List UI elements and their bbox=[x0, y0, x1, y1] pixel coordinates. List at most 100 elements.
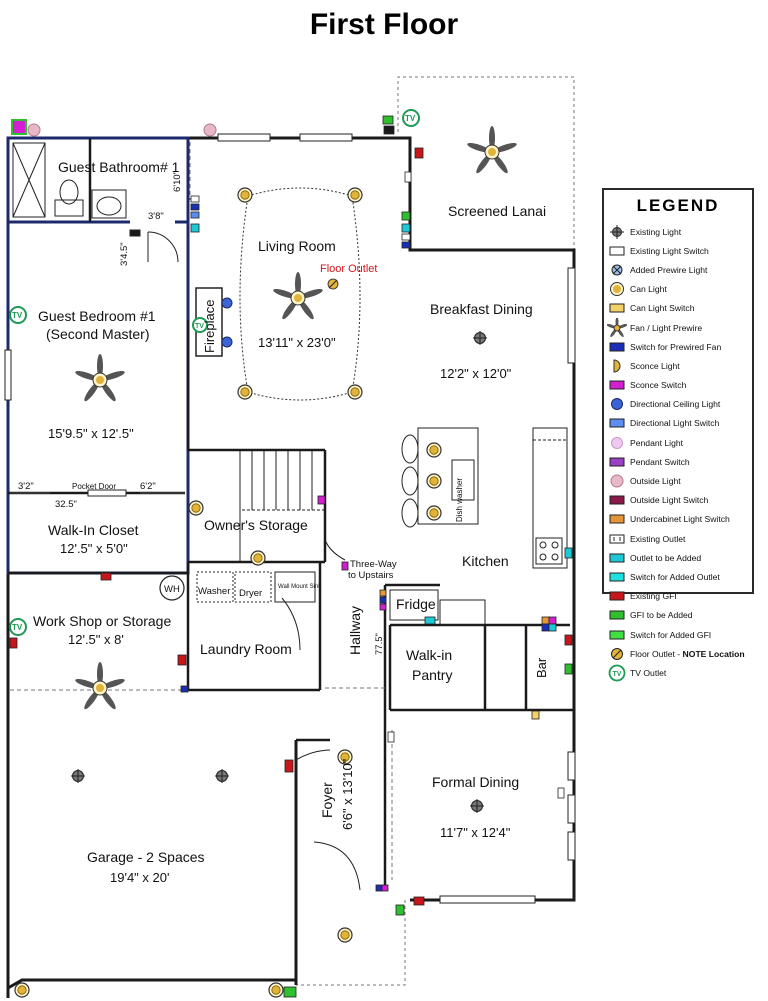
legend-item-label: Outside Light bbox=[630, 476, 681, 487]
tv-lanai-label: TV bbox=[405, 114, 416, 123]
legend-item: Outside Light bbox=[604, 471, 752, 490]
formal-dining-label: Formal Dining bbox=[432, 774, 519, 790]
legend-item-label: Existing GFI bbox=[630, 591, 677, 602]
tv-workshop-label: TV bbox=[12, 623, 23, 632]
legend-item-label: GFI to be Added bbox=[630, 610, 693, 621]
tv-outlets bbox=[9, 109, 420, 636]
legend-item-label: Sconce Switch bbox=[630, 380, 687, 391]
legend-item: Outlet to be Added bbox=[604, 548, 752, 567]
walk-in-closet-dim-label: 12'.5" x 5'0" bbox=[60, 541, 128, 556]
sconce-switch-icon bbox=[604, 377, 630, 393]
switch-added-outlet-icon bbox=[604, 569, 630, 585]
dish-washer-label: Dish washer bbox=[455, 478, 464, 522]
bath-dim-38: 3'8" bbox=[148, 211, 164, 222]
legend-item-label: Can Light bbox=[630, 284, 667, 295]
hallway-label: Hallway bbox=[347, 606, 363, 655]
legend-item-label: Switch for Prewired Fan bbox=[630, 341, 722, 352]
legend-title: LEGEND bbox=[636, 196, 720, 215]
legend-item: Existing Light Switch bbox=[604, 241, 752, 260]
fridge-label: Fridge bbox=[396, 596, 436, 612]
existing-light-switch-icon bbox=[604, 243, 630, 259]
page-title: First Floor bbox=[309, 8, 459, 41]
walk-in-pantry-label: Walk-in bbox=[406, 647, 452, 663]
legend-item: Directional Ceiling Light bbox=[604, 395, 752, 414]
laundry-fixtures bbox=[196, 571, 316, 651]
workshop-dim-label: 12'.5" x 8' bbox=[68, 632, 124, 647]
bar-label: Bar bbox=[534, 657, 549, 678]
legend-item: Switch for Added Outlet bbox=[604, 567, 752, 586]
legend-item-label: Undercabinet Light Switch bbox=[630, 514, 730, 525]
pendant-light-icon bbox=[604, 435, 630, 451]
fan-light-prewire-icon bbox=[604, 317, 630, 337]
garage-label: Garage - 2 Spaces bbox=[87, 849, 205, 865]
switch-added-gfi-icon bbox=[604, 627, 630, 643]
guest-bedroom-label: Guest Bedroom #1 bbox=[38, 308, 156, 324]
kitchen-label: Kitchen bbox=[462, 553, 509, 569]
laundry-label: Laundry Room bbox=[200, 641, 292, 657]
legend-item: Sconce Light bbox=[604, 356, 752, 375]
outside-light-switch-icon bbox=[604, 492, 630, 508]
entry-dashed-outline bbox=[296, 900, 406, 986]
water-heater bbox=[159, 575, 185, 601]
closet-pocket-door: Pocket Door bbox=[72, 482, 116, 491]
guest-bath-fixtures bbox=[12, 142, 179, 263]
wh-label: WH bbox=[164, 584, 180, 595]
legend-item: Can Light bbox=[604, 280, 752, 299]
directional-light-switch-icon bbox=[604, 415, 630, 431]
washer-label: Washer bbox=[198, 586, 230, 597]
kitchen-counters bbox=[389, 427, 568, 626]
legend-item: Floor Outlet - NOTE Location bbox=[604, 644, 752, 663]
can-light-icon bbox=[604, 281, 630, 297]
added-prewire-light-icon bbox=[604, 262, 630, 278]
screened-lanai-label: Screened Lanai bbox=[448, 203, 546, 219]
legend-item: Undercabinet Light Switch bbox=[604, 510, 752, 529]
legend-item-label: Switch for Added Outlet bbox=[630, 571, 720, 582]
legend-item-label: Outlet to be Added bbox=[630, 552, 702, 563]
legend-item-label: Outside Light Switch bbox=[630, 495, 709, 506]
floor-outlet-marker bbox=[327, 278, 339, 290]
legend-item: Outside Light Switch bbox=[604, 491, 752, 510]
legend-item: Switch for Prewired Fan bbox=[604, 337, 752, 356]
svg-text:TV: TV bbox=[613, 671, 622, 678]
legend-item-label: Existing Light Switch bbox=[630, 245, 709, 256]
guest-bathroom-label: Guest Bathroom# 1 bbox=[58, 159, 180, 175]
legend-item: Pendant Switch bbox=[604, 452, 752, 471]
legend-item: Sconce Switch bbox=[604, 376, 752, 395]
existing-gfi-icon bbox=[604, 588, 630, 604]
foyer-label: Foyer bbox=[319, 782, 335, 818]
legend-item-label: Sconce Light bbox=[630, 360, 680, 371]
outside-light-icon bbox=[604, 473, 630, 489]
workshop-label: Work Shop or Storage bbox=[33, 613, 171, 629]
closet-dim-62: 6'2" bbox=[140, 481, 156, 492]
three-way-label: Three-Way bbox=[350, 559, 397, 570]
legend-item-label: Switch for Added GFI bbox=[630, 629, 712, 640]
bath-dim-345: 3'4.5" bbox=[119, 242, 130, 266]
tv-outlet-icon: TV bbox=[604, 664, 630, 682]
legend-item-note: NOTE Location bbox=[682, 648, 745, 659]
floor-outlet-label: Floor Outlet bbox=[320, 263, 377, 275]
living-room-dim-label: 13'11" x 23'0" bbox=[258, 335, 336, 350]
legend-item: Pendant Light bbox=[604, 433, 752, 452]
closet-dim-325: 32.5" bbox=[55, 499, 77, 510]
electrical-markers bbox=[9, 115, 573, 998]
legend-item-label: Directional Ceiling Light bbox=[630, 399, 721, 410]
bath-dim-610: 6'10" bbox=[172, 171, 183, 192]
three-way-upstairs-label: to Upstairs bbox=[348, 570, 394, 581]
tv-bedroom-label: TV bbox=[12, 311, 23, 320]
can-light-switch-icon bbox=[604, 300, 630, 316]
breakfast-dining-label: Breakfast Dining bbox=[430, 301, 533, 317]
legend-item: GFI to be Added bbox=[604, 606, 752, 625]
legend-item-label: TV Outlet bbox=[630, 667, 667, 678]
gfi-to-be-added-icon bbox=[604, 607, 630, 623]
dryer-label: Dryer bbox=[239, 588, 262, 599]
legend-item-label: Pendant Light bbox=[630, 437, 684, 448]
legend-item: Existing Light bbox=[604, 222, 752, 241]
pendant-switch-icon bbox=[604, 454, 630, 470]
legend-item-label: Can Light Switch bbox=[630, 303, 695, 314]
foyer-door bbox=[295, 749, 361, 891]
owners-storage-label: Owner's Storage bbox=[204, 517, 308, 533]
legend-item: Existing GFI bbox=[604, 587, 752, 606]
outlet-to-be-added-icon bbox=[604, 550, 630, 566]
